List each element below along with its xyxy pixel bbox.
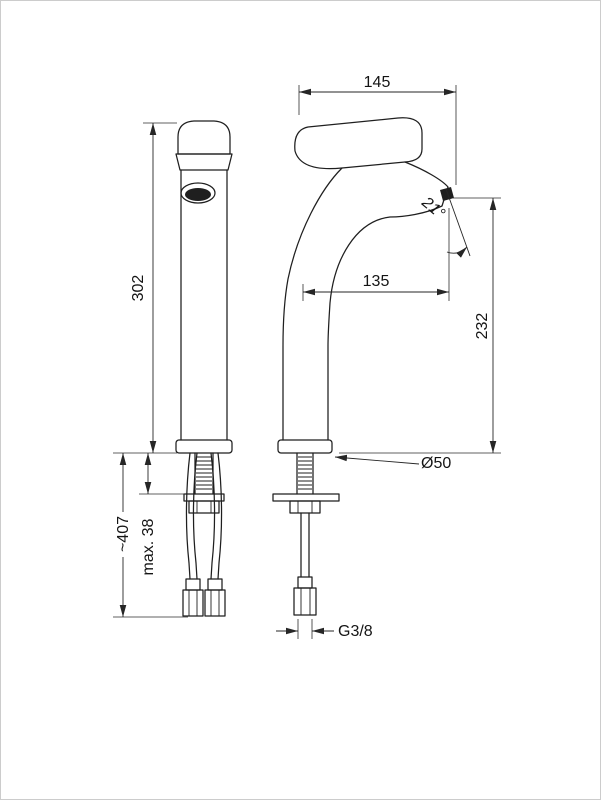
side-shank-threads bbox=[298, 456, 312, 490]
front-locknut bbox=[188, 500, 220, 514]
side-spout bbox=[327, 161, 449, 441]
front-view bbox=[175, 120, 233, 617]
front-hose-nut-right bbox=[204, 589, 226, 617]
label-outlet-height: 232 bbox=[474, 313, 491, 340]
side-aerator bbox=[440, 187, 454, 201]
side-view bbox=[272, 117, 454, 616]
side-base-flange bbox=[277, 439, 333, 454]
front-hose-right bbox=[210, 452, 223, 580]
dim-21-arc bbox=[446, 246, 468, 258]
label-base-diameter: Ø50 bbox=[421, 455, 451, 472]
label-max-deck-thickness: max. 38 bbox=[140, 518, 157, 575]
side-body-front-edge bbox=[282, 167, 343, 441]
dim-50-leader bbox=[334, 454, 420, 465]
front-aerator bbox=[185, 188, 211, 201]
side-mounting-washer bbox=[272, 493, 340, 502]
label-thread: G3/8 bbox=[338, 623, 373, 640]
front-shank bbox=[194, 452, 214, 495]
front-handle bbox=[177, 120, 231, 155]
dimension-lines bbox=[119, 88, 497, 635]
label-top-width: 145 bbox=[364, 74, 391, 91]
side-tail-tube bbox=[300, 512, 310, 578]
extension-lines bbox=[113, 85, 501, 639]
dimension-labels: 145 135 302 232 ~407 max. 38 21° Ø50 G3/… bbox=[115, 74, 491, 640]
side-lever bbox=[294, 117, 423, 170]
dim-21-reference bbox=[445, 188, 471, 257]
front-shank-threads bbox=[196, 456, 212, 490]
side-shank bbox=[296, 452, 314, 495]
front-handle-collar bbox=[175, 153, 233, 171]
front-body bbox=[180, 169, 228, 441]
label-body-height: 302 bbox=[130, 275, 147, 302]
front-mounting-washer bbox=[183, 493, 225, 502]
front-hose-nut-left bbox=[182, 589, 204, 617]
front-base-flange bbox=[175, 439, 233, 454]
label-total-height: ~407 bbox=[115, 516, 132, 552]
side-connection-nut bbox=[293, 587, 317, 616]
front-hose-left bbox=[185, 452, 198, 580]
front-aerator-ring bbox=[180, 182, 216, 204]
label-spout-reach: 135 bbox=[363, 273, 390, 290]
side-locknut bbox=[289, 500, 321, 514]
